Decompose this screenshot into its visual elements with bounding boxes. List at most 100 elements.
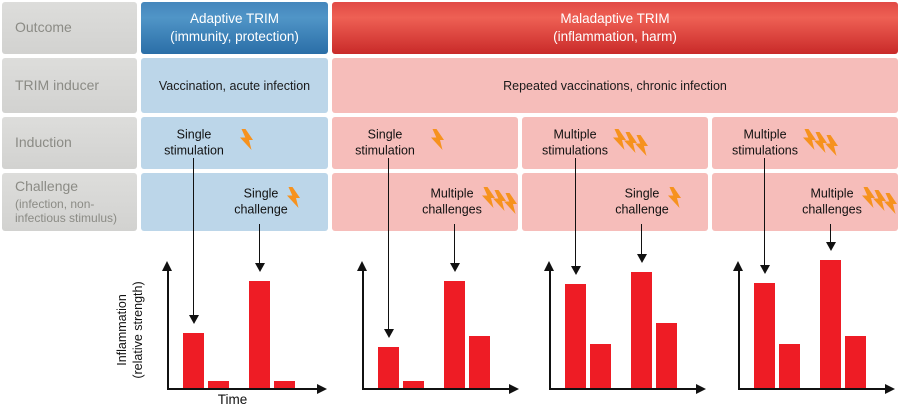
chart-3-x-axis xyxy=(548,388,696,391)
challenge-arrow-2-line xyxy=(453,224,456,264)
lightning-bolt-icon xyxy=(613,129,626,150)
challenge-arrow-1-arrowhead-icon xyxy=(254,262,265,272)
lightning-bolt-icon xyxy=(825,135,838,156)
induction-arrow-4-line xyxy=(763,158,766,267)
chart-1-bar-2 xyxy=(208,381,229,388)
induction-arrow-4-arrowhead-icon xyxy=(759,265,770,275)
chart-2-x-axis xyxy=(361,388,509,391)
challenge-cell-text: Single challenge xyxy=(615,186,669,217)
row-label-text: Outcome xyxy=(15,19,72,36)
challenge-arrow-4-line xyxy=(829,224,832,243)
challenge-arrow-3-line xyxy=(640,224,643,256)
induction-cell-3: Multiple stimulations xyxy=(522,117,708,169)
induction-cell-4: Multiple stimulations xyxy=(712,117,898,169)
chart-1-bar-3 xyxy=(249,281,270,388)
row-label-text: TRIM inducer xyxy=(15,76,100,93)
induction-cell-text: Multiple stimulations xyxy=(542,127,608,158)
induction-cell-text: Single stimulation xyxy=(164,127,224,158)
chart-1-y-axis-arrowhead-icon xyxy=(162,261,172,271)
lightning-bolt-icon xyxy=(862,187,875,208)
lightning-bolt-icon xyxy=(504,193,517,214)
adaptive-trim-subtitle: (immunity, protection) xyxy=(170,29,299,44)
induction-arrow-2-arrowhead-icon xyxy=(383,328,394,338)
lightning-bolt-icon xyxy=(668,187,681,208)
chart-4-y-axis-arrowhead-icon xyxy=(733,261,743,271)
chart-1-x-axis xyxy=(166,388,317,391)
row-label-subtext: (infection, non-infectious stimulus) xyxy=(15,196,118,226)
lightning-bolt-icon xyxy=(873,190,886,211)
maladaptive-trim-header: Maladaptive TRIM (inflammation, harm) xyxy=(332,2,898,54)
induction-cell-2: Single stimulation xyxy=(332,117,518,169)
induction-arrow-3-arrowhead-icon xyxy=(570,266,581,276)
lightning-bolt-icon xyxy=(814,132,827,153)
chart-2-bar-4 xyxy=(469,336,490,388)
chart-4-x-axis-arrowhead-icon xyxy=(885,384,895,395)
induction-arrow-1-arrowhead-icon xyxy=(188,315,199,325)
chart-2-y-axis-arrowhead-icon xyxy=(357,261,367,271)
row-label-outcome: Outcome xyxy=(2,2,137,54)
lightning-bolt-icon xyxy=(240,129,253,150)
chart-3-y-axis xyxy=(548,270,552,390)
chart-1-x-axis-arrowhead-icon xyxy=(317,384,327,395)
adaptive-trim-header: Adaptive TRIM (immunity, protection) xyxy=(141,2,328,54)
lightning-bolt-icon xyxy=(624,132,637,153)
challenge-cell-text: Multiple challenges xyxy=(422,186,482,217)
lightning-bolt-icon xyxy=(635,135,648,156)
chart-3-x-axis-arrowhead-icon xyxy=(696,384,706,395)
challenge-cell-text: Single challenge xyxy=(234,186,288,217)
chart-4-y-axis xyxy=(737,270,741,390)
chart-3-bar-4 xyxy=(656,323,677,388)
challenge-cell-3: Single challenge xyxy=(522,173,708,231)
challenge-arrow-4-arrowhead-icon xyxy=(825,241,836,251)
maladaptive-trim-title: Maladaptive TRIM xyxy=(560,11,670,27)
adaptive-trim-title: Adaptive TRIM xyxy=(189,11,280,27)
induction-arrow-3-line xyxy=(574,158,577,268)
lightning-bolt-icon xyxy=(803,129,816,150)
challenge-cell-4: Multiple challenges xyxy=(712,173,898,231)
adaptive-inducer-text: Vaccination, acute infection xyxy=(158,78,311,93)
lightning-bolt-icon xyxy=(287,187,300,208)
lightning-bolt-icon xyxy=(493,190,506,211)
y-axis-label: Inflammation (relative strength) xyxy=(115,281,145,379)
row-label-text: Induction xyxy=(15,134,72,151)
row-label-text: Challenge xyxy=(15,178,79,195)
challenge-cell-text: Multiple challenges xyxy=(802,186,862,217)
chart-1-y-axis xyxy=(166,270,170,390)
lightning-bolt-icon xyxy=(482,187,495,208)
lightning-bolt-icon xyxy=(884,193,897,214)
chart-2-y-axis xyxy=(361,270,365,390)
induction-arrow-1-line xyxy=(192,158,195,317)
row-label-challenge: Challenge (infection, non-infectious sti… xyxy=(2,173,137,231)
chart-3-bar-3 xyxy=(631,272,652,388)
challenge-cell-2: Multiple challenges xyxy=(332,173,518,231)
row-label-induction: Induction xyxy=(2,117,137,169)
maladaptive-trim-subtitle: (inflammation, harm) xyxy=(553,29,677,44)
chart-3-bar-2 xyxy=(590,344,611,388)
chart-2-bar-3 xyxy=(444,281,465,388)
chart-2-bar-2 xyxy=(403,381,424,388)
maladaptive-inducer-text: Repeated vaccinations, chronic infection xyxy=(503,78,727,93)
chart-3-y-axis-arrowhead-icon xyxy=(544,261,554,271)
chart-4-x-axis xyxy=(737,388,885,391)
chart-2-x-axis-arrowhead-icon xyxy=(509,384,519,395)
x-axis-label: Time xyxy=(217,392,248,407)
challenge-arrow-3-arrowhead-icon xyxy=(636,254,647,264)
challenge-arrow-2-arrowhead-icon xyxy=(449,262,460,272)
challenge-cell-1: Single challenge xyxy=(141,173,328,231)
row-label-trim-inducer: TRIM inducer xyxy=(2,58,137,113)
chart-2-bar-1 xyxy=(378,347,399,388)
maladaptive-inducer-cell: Repeated vaccinations, chronic infection xyxy=(332,58,898,113)
induction-cell-text: Single stimulation xyxy=(355,127,415,158)
induction-cell-text: Multiple stimulations xyxy=(732,127,798,158)
adaptive-inducer-cell: Vaccination, acute infection xyxy=(141,58,328,113)
lightning-bolt-icon xyxy=(431,129,444,150)
chart-4-bar-2 xyxy=(779,344,800,388)
chart-4-bar-3 xyxy=(820,260,841,388)
induction-arrow-2-line xyxy=(387,158,390,330)
challenge-arrow-1-line xyxy=(258,224,261,264)
chart-4-bar-1 xyxy=(754,283,775,388)
chart-4-bar-4 xyxy=(845,336,866,388)
chart-1-bar-4 xyxy=(274,381,295,388)
chart-3-bar-1 xyxy=(565,284,586,388)
